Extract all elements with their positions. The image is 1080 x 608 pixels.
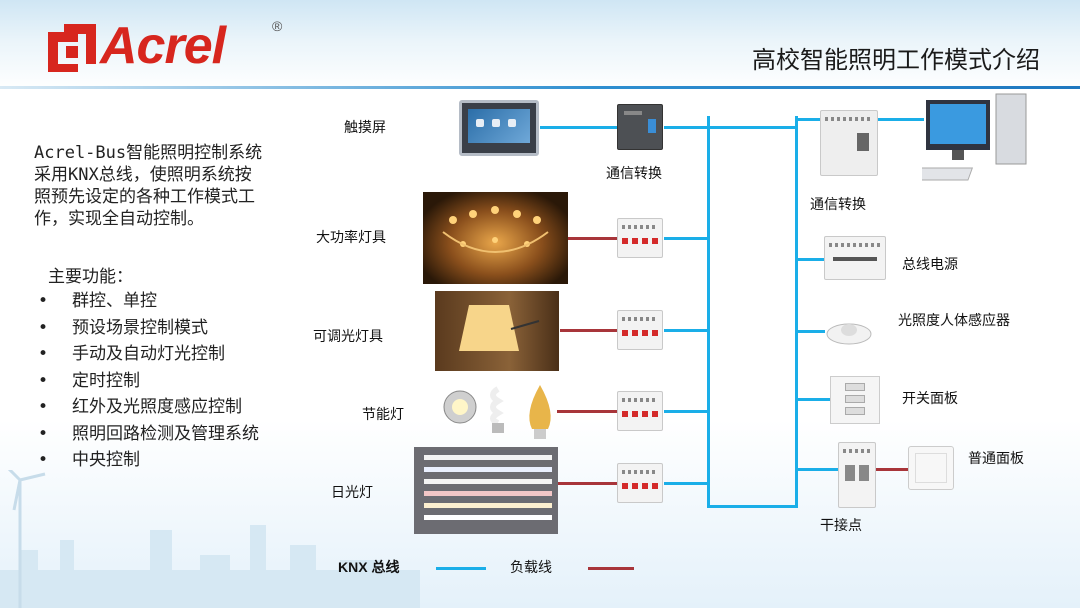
list-item: 红外及光照度感应控制	[38, 394, 259, 421]
legend-load-swatch	[588, 567, 634, 570]
bus-line-dimmable	[664, 329, 710, 332]
load-line-fluorescent	[558, 482, 618, 485]
bus-trunk-right	[795, 116, 798, 508]
intro-paragraph: Acrel-Bus智能照明控制系统 采用KNX总线，使照明系统按 照预先设定的各…	[34, 143, 263, 229]
skyline-background	[0, 470, 420, 608]
dry-contact-module	[838, 442, 876, 508]
list-item: 中央控制	[38, 447, 259, 474]
relay-module-dimmable	[617, 310, 663, 350]
chandelier-icon	[442, 206, 549, 253]
label-gateway-left: 通信转换	[606, 166, 662, 182]
relay-module-energy	[617, 391, 663, 431]
bus-power-module	[824, 236, 886, 280]
list-item: 群控、单控	[38, 288, 259, 315]
bus-line-energy	[664, 410, 710, 413]
bus-line-pc	[878, 118, 924, 121]
touchscreen-device	[459, 100, 539, 156]
gateway-module-right	[820, 110, 878, 176]
bus-line-gateway	[664, 126, 798, 129]
bus-trunk-left	[707, 116, 710, 508]
label-bus-power: 总线电源	[902, 257, 958, 273]
label-dry-contact: 干接点	[820, 518, 862, 534]
lamp-icon	[459, 305, 540, 351]
bus-line-contact	[795, 468, 839, 471]
legend-bus-swatch	[436, 567, 486, 570]
relay-module-fluorescent	[617, 463, 663, 503]
fluorescent-image	[414, 447, 558, 534]
label-normal-panel: 普通面板	[968, 451, 1024, 467]
load-line-high-power	[568, 237, 618, 240]
computer-icon	[922, 93, 1027, 181]
page-title: 高校智能照明工作模式介绍	[752, 46, 1040, 74]
list-item: 手动及自动灯光控制	[38, 341, 259, 368]
title-divider	[0, 86, 1080, 89]
bus-line-switch	[795, 398, 831, 401]
functions-list: 群控、单控 预设场景控制模式 手动及自动灯光控制 定时控制 红外及光照度感应控制…	[38, 288, 259, 474]
label-gateway-right: 通信转换	[810, 197, 866, 213]
load-line-energy	[557, 410, 618, 413]
label-switch-panel: 开关面板	[902, 391, 958, 407]
label-high-power: 大功率灯具	[316, 230, 386, 246]
bus-bottom-link	[707, 505, 798, 508]
bus-line-right-gateway	[795, 118, 821, 121]
label-touchscreen: 触摸屏	[344, 120, 386, 136]
bus-line-fluorescent	[664, 482, 710, 485]
normal-panel-device	[908, 446, 954, 490]
label-fluorescent: 日光灯	[331, 485, 373, 501]
list-item: 照明回路检测及管理系统	[38, 421, 259, 448]
legend-load-label: 负载线	[510, 560, 552, 576]
acrel-logo-mark	[48, 24, 96, 72]
list-item: 定时控制	[38, 368, 259, 395]
legend-bus-label: KNX 总线	[338, 559, 400, 575]
label-energy-saving: 节能灯	[362, 407, 404, 423]
label-sensor: 光照度人体感应器	[898, 313, 1010, 329]
chandelier-image	[423, 192, 568, 284]
sensor-icon	[826, 323, 872, 345]
relay-module-high-power	[617, 218, 663, 258]
energy-bulbs-icon	[443, 385, 551, 439]
load-line-dimmable	[560, 329, 618, 332]
bus-line-touchscreen	[540, 126, 618, 129]
functions-title: 主要功能：	[48, 267, 133, 287]
brand-name: Acrel	[100, 17, 226, 75]
list-item: 预设场景控制模式	[38, 315, 259, 342]
load-line-normal-panel	[876, 468, 908, 471]
bus-line-power	[795, 258, 825, 261]
switch-panel-device	[830, 376, 880, 424]
fluorescent-tubes-icon	[424, 455, 552, 520]
wall-lamp-image	[435, 291, 559, 371]
registered-mark: ®	[272, 18, 283, 34]
label-dimmable: 可调光灯具	[313, 329, 383, 345]
bus-line-high-power	[664, 237, 710, 240]
gateway-module-left	[617, 104, 663, 150]
bus-line-sensor	[795, 330, 825, 333]
